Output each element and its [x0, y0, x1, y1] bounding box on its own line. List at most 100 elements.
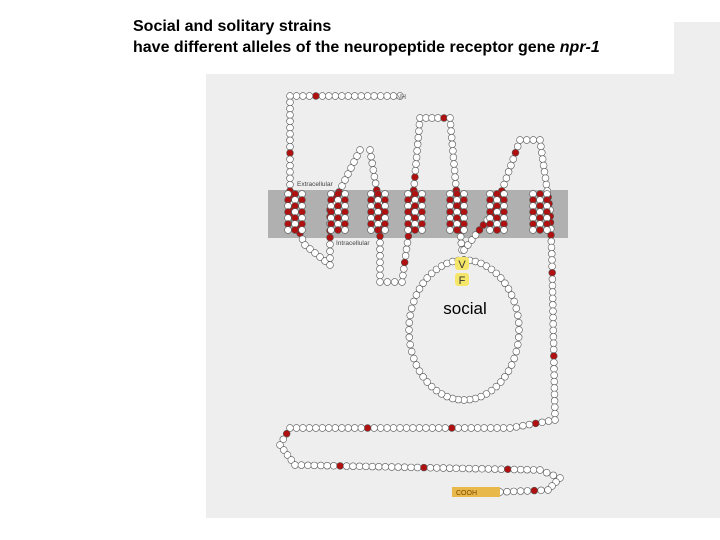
- residue: [550, 397, 559, 405]
- residue: [418, 226, 426, 234]
- residue: [507, 361, 516, 369]
- residue: [355, 462, 364, 470]
- residue: [504, 285, 513, 293]
- residue: [514, 333, 523, 341]
- residue: [548, 288, 557, 296]
- residue-v-label: V: [458, 259, 466, 271]
- extracellular-label: Extracellular: [297, 181, 334, 188]
- residue-v-highlight: [455, 257, 469, 270]
- residue: [507, 161, 515, 170]
- residue: [446, 464, 454, 472]
- residue: [287, 456, 295, 464]
- residue: [376, 252, 384, 260]
- residue: [465, 464, 473, 473]
- residue: [549, 307, 557, 315]
- residue: [402, 424, 411, 432]
- residue: [276, 441, 284, 449]
- residue: [298, 226, 306, 234]
- residue: [338, 182, 346, 190]
- residue: [493, 424, 501, 432]
- residue: [548, 256, 556, 264]
- residue: [480, 424, 488, 432]
- residue: [338, 92, 346, 100]
- residue: [369, 166, 377, 174]
- residue: [516, 136, 524, 144]
- residue: [548, 294, 557, 303]
- residue: [513, 142, 522, 151]
- residue: [402, 245, 411, 254]
- residue: [458, 464, 467, 473]
- residue: [460, 246, 468, 254]
- residue: [330, 462, 338, 470]
- residue: [383, 92, 391, 100]
- residue: [551, 409, 559, 418]
- residue: [286, 111, 294, 119]
- residue: [450, 160, 458, 168]
- residue: [544, 417, 553, 425]
- residue: [428, 382, 436, 391]
- residue: [542, 180, 551, 189]
- residue: [548, 281, 557, 290]
- residue: [428, 424, 437, 432]
- residue: [286, 104, 294, 113]
- residue: [435, 424, 443, 432]
- residue-variant: [548, 269, 556, 277]
- residue: [529, 226, 537, 234]
- residue: [516, 487, 525, 495]
- residue-variant: [511, 149, 520, 157]
- residue: [376, 92, 385, 100]
- residue: [292, 424, 301, 432]
- residue: [415, 127, 423, 135]
- residue: [301, 241, 309, 249]
- residue: [394, 463, 402, 471]
- residue: [305, 424, 314, 432]
- residue: [326, 247, 334, 256]
- title-line-2-text: have different alleles of the neuropepti…: [133, 39, 560, 56]
- residue: [286, 162, 294, 170]
- residue: [542, 469, 551, 477]
- residue: [286, 130, 294, 138]
- residue: [375, 463, 383, 471]
- residue: [549, 333, 558, 341]
- residue: [391, 278, 399, 286]
- residue: [514, 311, 522, 320]
- residue: [428, 269, 436, 278]
- residue: [452, 180, 460, 188]
- residue: [356, 146, 364, 154]
- residue: [344, 92, 352, 100]
- residue: [347, 164, 355, 172]
- residue: [310, 461, 318, 470]
- residue: [461, 424, 469, 432]
- residue: [342, 462, 351, 470]
- residue: [549, 301, 557, 309]
- residue: [383, 278, 391, 286]
- residue: [286, 424, 294, 432]
- residue: [550, 390, 559, 399]
- residue: [454, 424, 462, 432]
- residue-variant: [448, 424, 456, 432]
- residue-variant: [363, 424, 372, 432]
- residue-variant: [336, 462, 344, 470]
- residue: [447, 127, 455, 135]
- residue: [487, 265, 496, 274]
- residue: [286, 168, 294, 176]
- residue: [510, 354, 518, 363]
- residue: [292, 92, 301, 100]
- residue: [331, 424, 339, 432]
- residue: [400, 463, 409, 471]
- residue: [419, 279, 427, 287]
- residue: [376, 258, 384, 267]
- residue: [512, 347, 520, 356]
- residue: [536, 136, 544, 144]
- residue: [510, 487, 518, 496]
- residue: [501, 279, 509, 287]
- title-line-2: have different alleles of the neuropepti…: [133, 37, 673, 58]
- residue: [549, 471, 557, 479]
- residue: [522, 136, 531, 144]
- residue: [408, 304, 416, 313]
- residue: [381, 226, 389, 234]
- residue: [412, 153, 421, 162]
- residue: [318, 92, 327, 100]
- residue: [357, 424, 365, 432]
- residue: [514, 319, 523, 327]
